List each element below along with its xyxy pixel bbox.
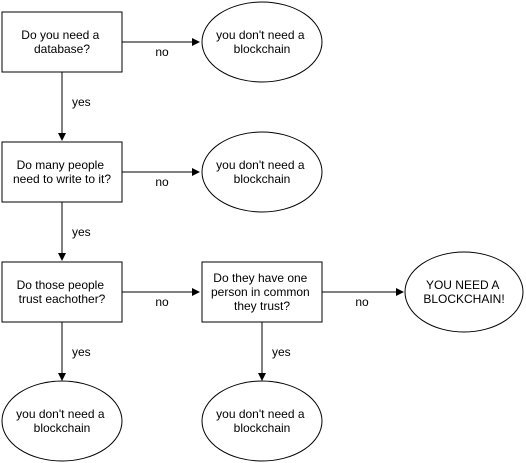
result-ellipse-need-blockchain: YOU NEED A BLOCKCHAIN! — [404, 251, 524, 333]
question-text: Do many people need to write to it? — [13, 158, 111, 186]
question-box-many-writers: Do many people need to write to it? — [1, 141, 123, 203]
edge-label-q1-r1: no — [155, 45, 169, 59]
edge-label-q3-q4: no — [155, 295, 169, 309]
result-ellipse-no-blockchain-2: you don't need a blockchain — [201, 131, 323, 213]
result-ellipse-no-blockchain-1: you don't need a blockchain — [201, 1, 323, 83]
question-box-trust-eachother: Do those people trust eachother? — [1, 261, 123, 323]
question-text: Do they have one person in common they t… — [211, 271, 313, 313]
result-text: you don't need a blockchain — [216, 158, 308, 186]
question-box-common-trusted-person: Do they have one person in common they t… — [201, 261, 323, 323]
question-text: Do those people trust eachother? — [17, 278, 108, 306]
edge-label-q4-r4: yes — [272, 345, 291, 359]
result-text: YOU NEED A BLOCKCHAIN! — [423, 278, 504, 306]
result-ellipse-no-blockchain-4: you don't need a blockchain — [201, 380, 323, 462]
question-box-need-database: Do you need a database? — [1, 11, 123, 73]
result-text: you don't need a blockchain — [16, 407, 108, 435]
question-text: Do you need a database? — [21, 28, 102, 56]
edge-label-q1-q2: yes — [72, 95, 91, 109]
edge-label-q3-r3: yes — [72, 345, 91, 359]
edge-label-q2-r2: no — [155, 175, 169, 189]
result-text: you don't need a blockchain — [216, 407, 308, 435]
result-text: you don't need a blockchain — [216, 28, 308, 56]
edge-label-q4-r5: no — [355, 295, 369, 309]
edges — [58, 38, 404, 381]
edge-label-q2-q3: yes — [72, 225, 91, 239]
result-ellipse-no-blockchain-3: you don't need a blockchain — [1, 380, 123, 462]
edge-labels: no yes no yes no yes no yes — [72, 45, 369, 359]
